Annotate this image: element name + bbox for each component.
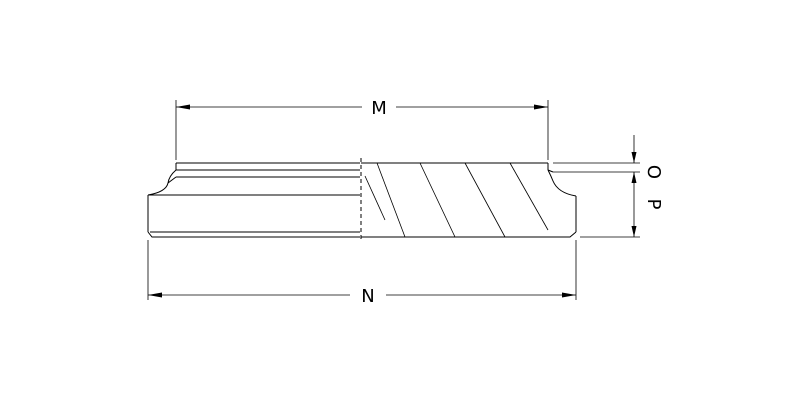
dimension-label-m: M	[371, 98, 387, 119]
arrowhead-left	[176, 104, 190, 110]
dimension-label-p: P	[643, 199, 664, 210]
dimension-n: N	[147, 240, 577, 307]
arrowhead-left	[148, 292, 162, 298]
arrowhead-up	[631, 172, 637, 183]
part-exterior-half	[147, 162, 360, 238]
dimension-o: O	[631, 135, 664, 183]
dimension-label-n: N	[361, 286, 374, 307]
dimension-label-o: O	[643, 165, 664, 179]
dimension-p: P	[631, 183, 664, 237]
arrowhead-down	[631, 152, 637, 163]
arrowhead-right	[562, 292, 576, 298]
arrowhead-right	[534, 104, 548, 110]
arrowhead-down	[631, 226, 637, 237]
part-section-half	[361, 162, 577, 238]
section-hatching	[364, 162, 549, 238]
dimension-m: M	[175, 98, 549, 160]
